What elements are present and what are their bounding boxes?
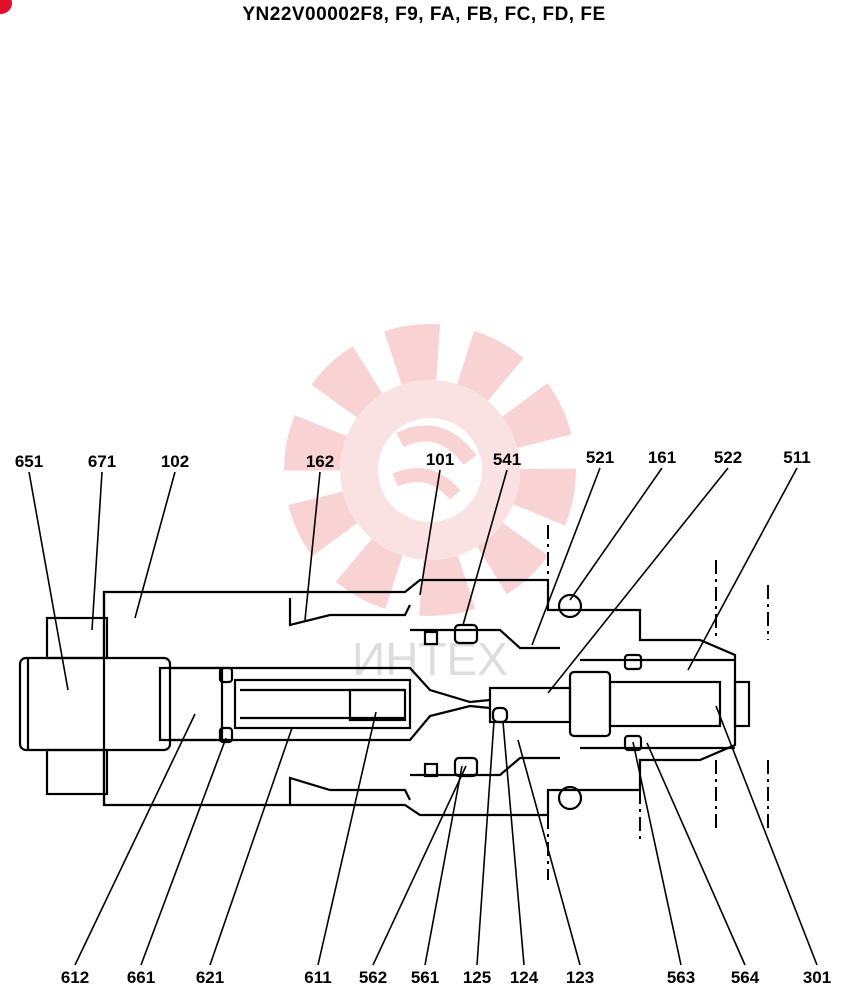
leader-line-162 <box>304 471 321 621</box>
watermark-text: ИНТЕХ <box>352 633 508 685</box>
leader-line-562 <box>372 765 467 966</box>
part-label-301: 301 <box>803 968 831 987</box>
part-labels: 651 671 102 162 101 541 521 161 522 511 612 661 621 6… <box>15 448 831 987</box>
part-label-612: 612 <box>61 968 89 987</box>
part-label-511: 511 <box>783 448 810 467</box>
leader-line-101 <box>419 469 441 596</box>
leader-line-611 <box>317 711 377 966</box>
part-label-562: 562 <box>359 968 387 987</box>
part-label-661: 661 <box>127 968 155 987</box>
valve-body-outline <box>18 578 751 817</box>
leader-line-161 <box>569 467 663 601</box>
part-label-161: 161 <box>648 448 676 467</box>
leader-line-124 <box>502 721 525 966</box>
part-label-563: 563 <box>667 968 695 987</box>
corner-badge <box>0 0 12 14</box>
leader-line-563 <box>632 741 682 966</box>
part-label-522: 522 <box>714 448 742 467</box>
part-label-621: 621 <box>196 968 224 987</box>
part-label-651: 651 <box>15 452 43 471</box>
leader-line-301 <box>715 705 818 966</box>
part-label-561: 561 <box>411 968 439 987</box>
part-label-102: 102 <box>161 452 189 471</box>
part-label-564: 564 <box>731 968 760 987</box>
diagram-title: YN22V00002F8, F9, FA, FB, FC, FD, FE <box>242 4 606 25</box>
leader-line-125 <box>476 720 495 966</box>
leader-line-651 <box>28 471 69 691</box>
leader-line-541 <box>462 469 508 626</box>
leader-lines <box>28 467 818 966</box>
leader-line-621 <box>209 727 293 966</box>
part-label-125: 125 <box>463 968 491 987</box>
part-label-124: 124 <box>510 968 539 987</box>
part-label-123: 123 <box>566 968 594 987</box>
leader-line-671 <box>91 471 103 631</box>
leader-line-521 <box>531 467 601 646</box>
leader-line-511 <box>687 467 798 671</box>
leader-line-522 <box>547 467 729 694</box>
part-label-521: 521 <box>586 448 614 467</box>
part-label-101: 101 <box>426 450 454 469</box>
leader-line-564 <box>646 742 746 966</box>
part-label-162: 162 <box>306 452 334 471</box>
part-label-541: 541 <box>493 450 521 469</box>
watermark-gear-logo <box>284 324 576 616</box>
part-label-671: 671 <box>88 452 116 471</box>
leader-line-661 <box>140 737 227 966</box>
leader-line-561 <box>424 765 463 966</box>
leader-line-123 <box>517 739 581 966</box>
leader-line-102 <box>134 471 176 619</box>
part-label-611: 611 <box>304 968 331 987</box>
leader-line-612 <box>74 713 196 966</box>
